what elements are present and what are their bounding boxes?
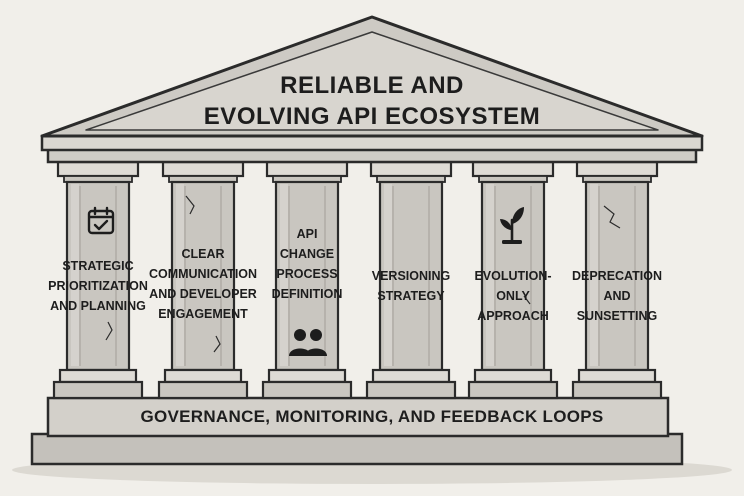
pillar-5-base-upper	[473, 368, 553, 384]
base-label: GOVERNANCE, MONITORING, AND FEEDBACK LOO…	[140, 407, 604, 426]
crack-pillar-2	[185, 195, 195, 215]
pillar-1-base-upper	[58, 368, 138, 384]
pillar-6-base-lower	[571, 380, 663, 400]
pillar-2-capital	[161, 160, 245, 178]
pillars-group	[52, 160, 663, 400]
pillar-1-highlight	[71, 184, 79, 366]
pillar-3-base-upper	[267, 368, 347, 384]
crack-pillar-1	[105, 321, 113, 341]
base-slab	[46, 396, 670, 438]
crack-pillar-2-lower	[213, 335, 221, 353]
pillar-5-highlight	[486, 184, 494, 366]
pillar-5-capital	[471, 160, 555, 178]
pillar-3-base-lower	[261, 380, 353, 400]
pillar-6-base-upper	[577, 368, 657, 384]
base-step-bottom	[30, 432, 684, 466]
pillar-label-clear-communication: CLEAR COMMUNICATION AND DEVELOPER ENGAGE…	[148, 247, 258, 321]
people-icon	[289, 329, 327, 356]
pillar-1-base-lower	[52, 380, 144, 400]
pillar-6-highlight	[590, 184, 598, 366]
pillar-4-capital	[369, 160, 453, 178]
pillar-4-highlight	[384, 184, 392, 366]
pillar-2-base-upper	[163, 368, 243, 384]
entablature-upper	[40, 134, 704, 152]
roof-title: RELIABLE AND EVOLVING API ECOSYSTEM	[203, 72, 541, 130]
pillar-1-capital	[56, 160, 140, 178]
pillar-4-base-lower	[365, 380, 457, 400]
pillar-2-highlight	[176, 184, 184, 366]
pillar-label-deprecation-sunsetting: DEPRECATION AND SUNSETTING	[571, 269, 663, 323]
pillar-3-capital	[265, 160, 349, 178]
pillar-label-evolution-only: EVOLUTION- ONLY APPROACH	[474, 269, 552, 323]
pillar-5-base-lower	[467, 380, 559, 400]
crack-pillar-6	[603, 205, 621, 229]
pillar-4-base-upper	[371, 368, 451, 384]
pediment-inner	[85, 31, 659, 131]
calendar-check-icon	[87, 206, 115, 235]
crack-pillar-5	[523, 295, 531, 305]
pillar-label-strategic-prioritization: STRATEGIC PRIORITIZATION AND PLANNING	[48, 259, 148, 313]
pillar-3-highlight	[280, 184, 288, 366]
pillar-6-capital	[575, 160, 659, 178]
sprout-icon	[500, 207, 524, 244]
pillar-2-base-lower	[157, 380, 249, 400]
pillar-label-api-change-process: API CHANGE PROCESS DEFINITION	[271, 227, 343, 301]
pillar-label-versioning-strategy: VERSIONING STRATEGY	[371, 269, 451, 303]
